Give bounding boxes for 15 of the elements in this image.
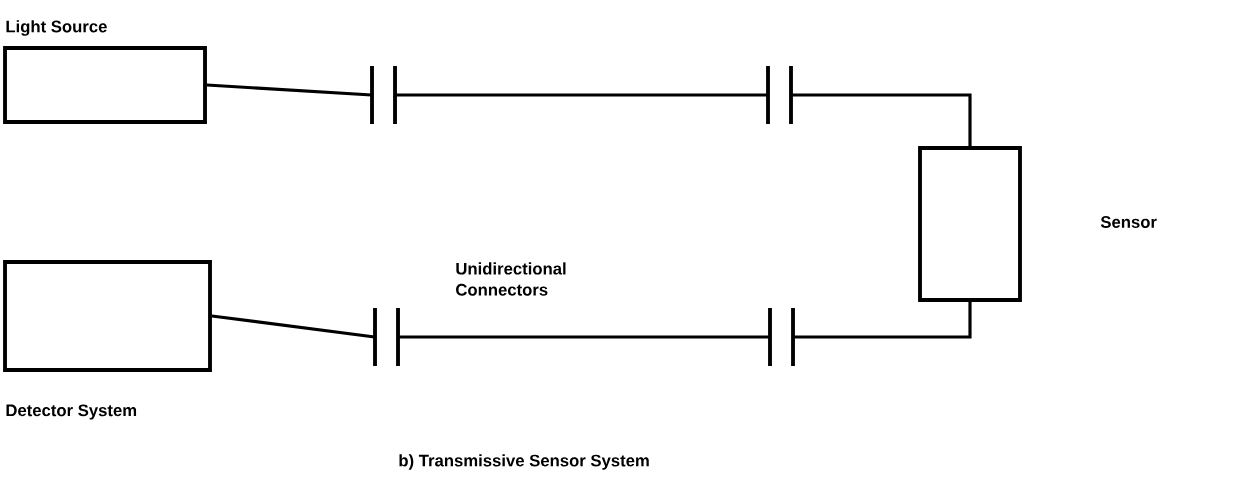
- line: [791, 93, 972, 147]
- line: [398, 335, 770, 339]
- box-label: Detector System: [6, 404, 137, 420]
- connector-symbol: [768, 308, 795, 366]
- box-label: Sensor: [1100, 216, 1157, 228]
- connector-symbol: [373, 308, 400, 366]
- line: [211, 314, 375, 339]
- connector-symbol: [370, 66, 397, 124]
- caption: b) Transmissive Sensor System: [399, 454, 649, 470]
- box-label: Light Source: [6, 20, 107, 36]
- connector-symbol: [766, 66, 793, 124]
- line: [793, 301, 972, 339]
- line: [395, 93, 768, 97]
- line: [206, 83, 372, 97]
- note-label: Unidirectional Connectors: [456, 262, 566, 296]
